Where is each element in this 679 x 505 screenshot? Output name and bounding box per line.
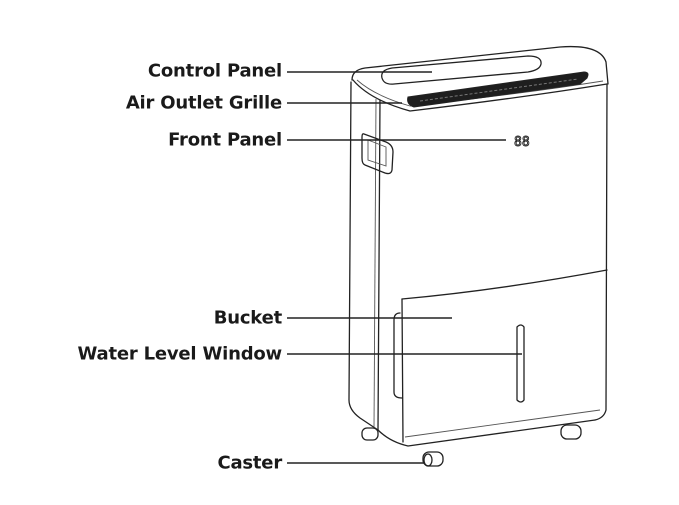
label-control-panel: Control Panel [147, 60, 282, 82]
label-bucket: Bucket [213, 307, 283, 329]
label-water-level-window: Water Level Window [77, 343, 283, 365]
display-readout: 88 [514, 135, 530, 150]
label-caster: Caster [217, 452, 282, 474]
side-handle [361, 133, 394, 175]
grille-slats [419, 78, 579, 102]
caster-right [560, 424, 582, 440]
label-front-panel: Front Panel [168, 129, 282, 151]
bucket-handle [393, 312, 403, 399]
leader-lines [287, 71, 522, 464]
water-level-window [516, 324, 525, 403]
caster-icons [361, 424, 582, 467]
unit-body [348, 45, 609, 447]
control-panel [381, 55, 542, 85]
caster-front [422, 451, 444, 467]
caster-left [361, 427, 379, 441]
label-air-outlet-grille: Air Outlet Grille [125, 92, 282, 114]
air-outlet-grille [407, 71, 589, 108]
